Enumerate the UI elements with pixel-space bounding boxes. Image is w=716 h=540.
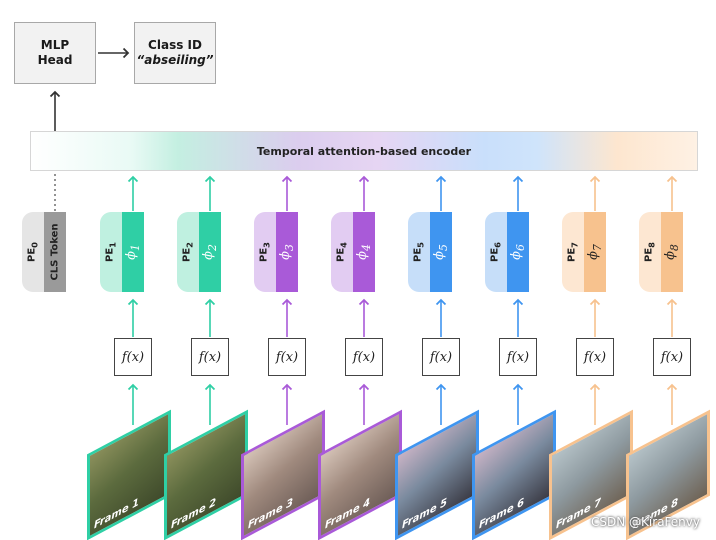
fx-box-2: f(x) xyxy=(191,338,229,376)
phi-token-label: ϕ3 xyxy=(278,244,296,260)
phi-token-5: ϕ5 xyxy=(430,212,452,292)
fx-box-7: f(x) xyxy=(576,338,614,376)
pe-token-3: PE3 xyxy=(254,212,276,292)
class-id-box: Class ID “abseiling” xyxy=(134,22,216,84)
pe-token-label: PE8 xyxy=(643,242,657,262)
fx-box-1: f(x) xyxy=(114,338,152,376)
pe-token-label: PE6 xyxy=(489,242,503,262)
fx-box-6: f(x) xyxy=(499,338,537,376)
pe-token-label: PE2 xyxy=(181,242,195,262)
class-id-value: “abseiling” xyxy=(136,53,214,67)
phi-token-4: ϕ4 xyxy=(353,212,375,292)
fx-box-4: f(x) xyxy=(345,338,383,376)
mlp-head-line1: MLP xyxy=(40,38,70,52)
phi-token-7: ϕ7 xyxy=(584,212,606,292)
phi-token-label: ϕ6 xyxy=(509,244,527,260)
mlp-head-line2: Head xyxy=(37,53,73,67)
phi-token-label: ϕ5 xyxy=(432,244,450,260)
pe-token-4: PE4 xyxy=(331,212,353,292)
pe-token-7: PE7 xyxy=(562,212,584,292)
pe-token-label: PE4 xyxy=(335,242,349,262)
class-id-title: Class ID xyxy=(148,38,202,52)
pe-token-5: PE5 xyxy=(408,212,430,292)
phi-token-2: ϕ2 xyxy=(199,212,221,292)
watermark: CSDN @KiraFenvy xyxy=(591,515,700,529)
phi-token-6: ϕ6 xyxy=(507,212,529,292)
fx-box-3: f(x) xyxy=(268,338,306,376)
pe0-token: PE0 xyxy=(22,212,44,292)
pe-token-8: PE8 xyxy=(639,212,661,292)
phi-token-label: ϕ1 xyxy=(124,244,142,260)
phi-token-label: ϕ8 xyxy=(663,244,681,260)
phi-token-8: ϕ8 xyxy=(661,212,683,292)
phi-token-label: ϕ2 xyxy=(201,244,219,260)
cls-token-label: CLS Token xyxy=(49,223,61,281)
pe0-label: PE0 xyxy=(26,242,40,262)
pe-token-label: PE3 xyxy=(258,242,272,262)
temporal-encoder: Temporal attention-based encoder xyxy=(30,131,698,171)
cls-token: CLS Token xyxy=(44,212,66,292)
pe-token-6: PE6 xyxy=(485,212,507,292)
pe-token-label: PE5 xyxy=(412,242,426,262)
phi-token-label: ϕ4 xyxy=(355,244,373,260)
phi-token-label: ϕ7 xyxy=(586,244,604,260)
fx-box-5: f(x) xyxy=(422,338,460,376)
phi-token-3: ϕ3 xyxy=(276,212,298,292)
pe-token-1: PE1 xyxy=(100,212,122,292)
pe-token-label: PE1 xyxy=(104,242,118,262)
fx-box-8: f(x) xyxy=(653,338,691,376)
pe-token-2: PE2 xyxy=(177,212,199,292)
mlp-head-box: MLP Head xyxy=(14,22,96,84)
encoder-label: Temporal attention-based encoder xyxy=(256,144,472,158)
phi-token-1: ϕ1 xyxy=(122,212,144,292)
pe-token-label: PE7 xyxy=(566,242,580,262)
